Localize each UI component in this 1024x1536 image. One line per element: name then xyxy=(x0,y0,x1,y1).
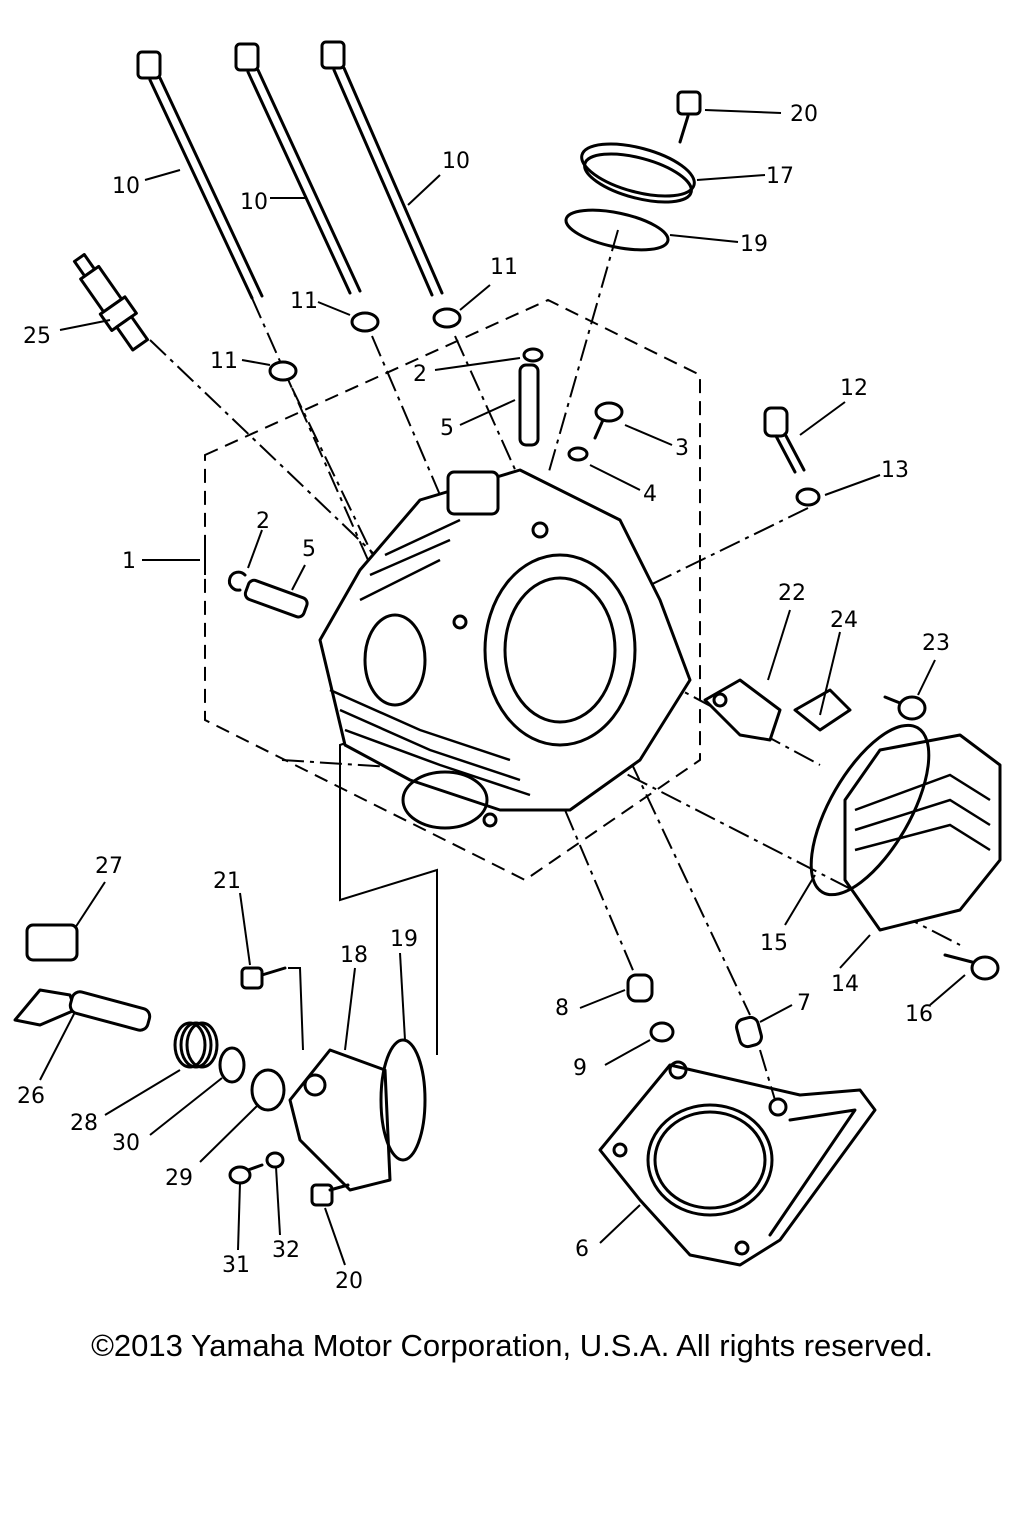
callout-label: 11 xyxy=(210,349,238,374)
callout-label: 7 xyxy=(797,991,811,1016)
bracket xyxy=(703,678,782,742)
callout-label: 14 xyxy=(831,972,859,997)
callout-label: 11 xyxy=(490,255,518,280)
gasket xyxy=(793,688,852,732)
stud-bolt xyxy=(320,40,444,297)
bolt xyxy=(240,966,287,990)
callout-label: 15 xyxy=(760,931,788,956)
callout-label: 17 xyxy=(766,164,794,189)
callout-label: 22 xyxy=(778,581,806,606)
callout-label: 2 xyxy=(256,509,270,534)
bolt xyxy=(593,401,624,440)
callout-label: 29 xyxy=(165,1166,193,1191)
side-cover xyxy=(843,733,1002,932)
callout-label: 5 xyxy=(440,416,454,441)
o-ring xyxy=(379,1038,427,1162)
callout-label: 8 xyxy=(555,996,569,1021)
spring xyxy=(173,1021,219,1069)
callout-label: 27 xyxy=(95,854,123,879)
stud-bolt xyxy=(136,50,264,300)
washer xyxy=(350,311,380,333)
oil-seal xyxy=(250,1068,286,1112)
cap xyxy=(25,923,79,962)
callout-leaders xyxy=(39,109,966,1266)
washer xyxy=(268,360,298,382)
washer xyxy=(265,1151,285,1169)
o-ring xyxy=(564,208,670,252)
dowel-pin xyxy=(735,1015,763,1049)
callout-label: 32 xyxy=(272,1238,300,1263)
cylinder-head xyxy=(318,468,692,830)
washer xyxy=(432,307,462,329)
callout-label: 10 xyxy=(240,190,268,215)
housing xyxy=(288,1048,392,1192)
callout-label: 18 xyxy=(340,943,368,968)
callout-label: 11 xyxy=(290,289,318,314)
washer xyxy=(649,1021,675,1043)
callout-label: 28 xyxy=(70,1111,98,1136)
bolt xyxy=(763,406,806,474)
valve-guide xyxy=(518,363,540,447)
head-gasket xyxy=(598,1060,877,1267)
circlip xyxy=(522,347,544,363)
callout-label: 10 xyxy=(442,149,470,174)
callout-label: 10 xyxy=(112,174,140,199)
callout-label: 9 xyxy=(573,1056,587,1081)
callout-label: 13 xyxy=(881,458,909,483)
callout-label: 1 xyxy=(122,549,136,574)
stud-bolt xyxy=(234,42,362,295)
spark-plug xyxy=(72,253,150,352)
washer xyxy=(795,487,821,507)
washer xyxy=(218,1046,246,1084)
callout-label: 3 xyxy=(675,436,689,461)
callout-label: 19 xyxy=(740,232,768,257)
washer xyxy=(567,446,589,462)
callout-label: 30 xyxy=(112,1131,140,1156)
bolt xyxy=(943,953,1000,981)
callout-labels: 1 2 2 3 4 5 5 6 7 8 9 10 10 10 11 11 11 … xyxy=(17,102,950,1294)
callout-label: 26 xyxy=(17,1084,45,1109)
valve-guide xyxy=(243,578,309,619)
lever-shaft xyxy=(13,988,152,1032)
bolt xyxy=(883,695,927,721)
callout-label: 5 xyxy=(302,537,316,562)
assembly-boundary xyxy=(204,298,701,882)
callout-label: 12 xyxy=(840,376,868,401)
callout-label: 25 xyxy=(23,324,51,349)
tappet-cover xyxy=(580,142,696,204)
cylinder-head-exploded-diagram: 1 2 2 3 4 5 5 6 7 8 9 10 10 10 11 11 11 … xyxy=(13,40,1002,1294)
circlip xyxy=(227,570,247,592)
callout-label: 2 xyxy=(413,362,427,387)
callout-label: 24 xyxy=(830,608,858,633)
copyright-notice: ©2013 Yamaha Motor Corporation, U.S.A. A… xyxy=(91,1328,933,1363)
callout-label: 21 xyxy=(213,869,241,894)
callout-label: 31 xyxy=(222,1253,250,1278)
screw xyxy=(228,1163,264,1185)
callout-label: 23 xyxy=(922,631,950,656)
callout-label: 16 xyxy=(905,1002,933,1027)
callout-label: 6 xyxy=(575,1237,589,1262)
callout-label: 19 xyxy=(390,927,418,952)
callout-label: 20 xyxy=(335,1269,363,1294)
callout-label: 20 xyxy=(790,102,818,127)
callout-label: 4 xyxy=(643,482,657,507)
o-ring xyxy=(809,723,931,897)
dowel-pin xyxy=(626,973,654,1003)
bolt xyxy=(310,1183,350,1207)
bolt xyxy=(676,90,702,144)
